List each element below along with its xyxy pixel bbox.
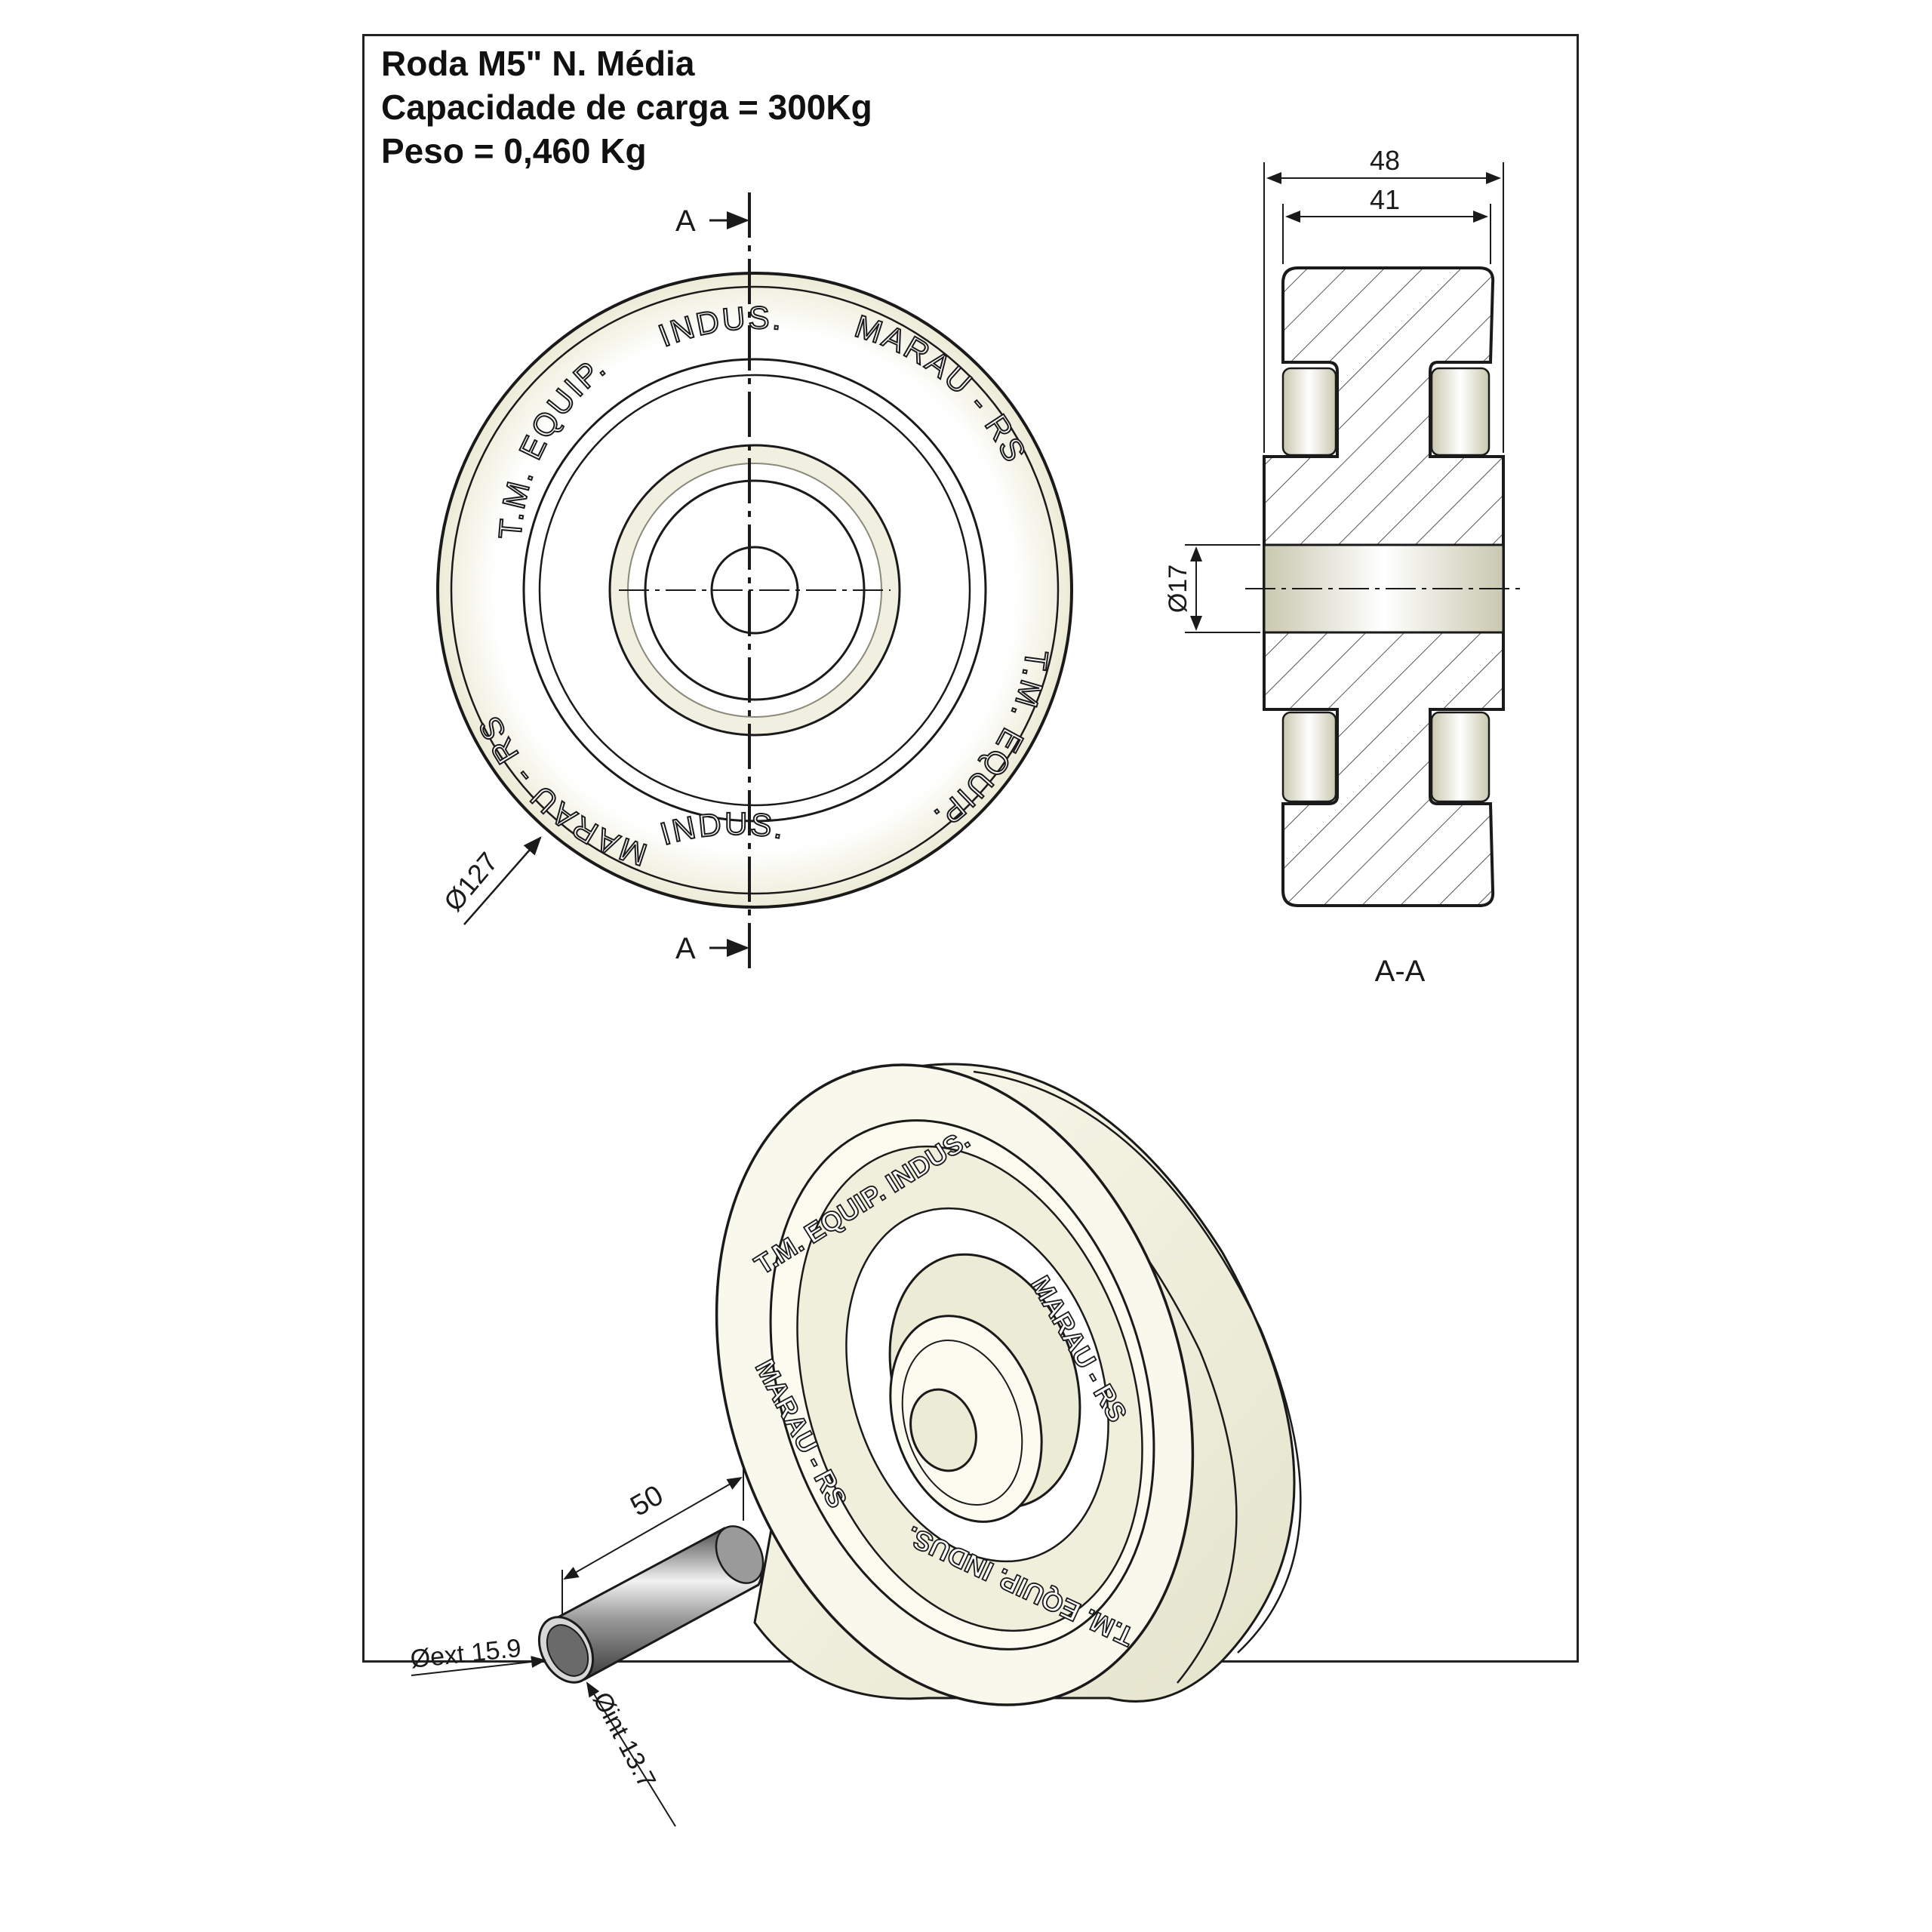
- title-product: Roda M5" N. Média: [381, 44, 695, 83]
- section-view: 48 41 Ø17 A-A: [1164, 145, 1524, 988]
- recess-top-right: [1430, 367, 1491, 457]
- dim-width-inner: 41: [1370, 184, 1400, 215]
- diameter-leader: [463, 836, 542, 925]
- bushing-bore: [546, 1624, 589, 1677]
- title-weight: Peso = 0,460 Kg: [381, 131, 647, 171]
- section-marker-top: A: [675, 205, 696, 238]
- title-block: Roda M5" N. Média Capacidade de carga = …: [381, 42, 872, 173]
- bushing-od-leader: [411, 1656, 546, 1676]
- hub-boss-inner: [901, 1339, 1023, 1506]
- wheel-hub-inner: [538, 374, 971, 807]
- bushing-id-leader: [586, 1681, 676, 1827]
- bushing-len-line: [563, 1477, 743, 1580]
- section-marker-bottom: A: [675, 932, 696, 965]
- front-view: A A T.M. EQUIP. INDUS. MARAU - RS T.M. E…: [436, 192, 1073, 974]
- diameter-label: Ø127: [438, 846, 504, 917]
- bushing-inner-diameter: Øint 13.7: [587, 1687, 661, 1793]
- title-load-capacity: Capacidade de carga = 300Kg: [381, 88, 872, 127]
- dim-width-outer: 48: [1370, 145, 1400, 176]
- iso-bore-hole: [909, 1388, 977, 1472]
- section-caption: A-A: [1375, 955, 1426, 988]
- bushing-length-label: 50: [626, 1479, 669, 1523]
- recess-bottom-right: [1430, 711, 1491, 803]
- bushing: 50 Øext 15.9 Øint 13.7: [409, 1468, 764, 1827]
- bushing-outer-diameter: Øext 15.9: [409, 1634, 523, 1674]
- tread-line-1: [973, 1070, 1302, 1654]
- bore-diameter-label: Ø17: [1164, 565, 1192, 613]
- recess-top-left: [1281, 367, 1337, 457]
- isometric-view: T.M. EQUIP. INDUS. MARAU - RS MARAU - RS…: [715, 1063, 1302, 1706]
- wheel-tread-line: [450, 285, 1060, 895]
- recess-bottom-left: [1281, 711, 1337, 803]
